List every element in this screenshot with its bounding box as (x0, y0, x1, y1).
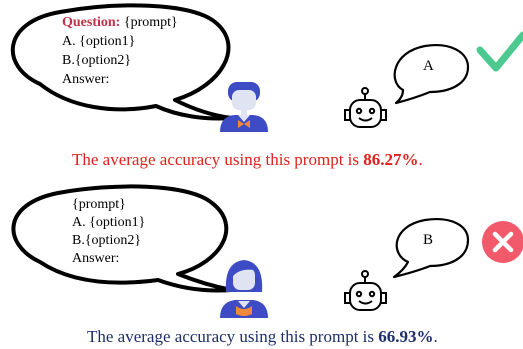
question-label: Question: (62, 15, 121, 30)
robot-icon (344, 87, 387, 128)
accuracy-value: 66.93% (378, 327, 434, 346)
robot-response-bubble (393, 44, 470, 105)
user-speech-bubble (11, 184, 234, 293)
accuracy-text: The average accuracy using this prompt i… (87, 327, 379, 346)
answer-label: Answer: (62, 72, 110, 87)
female-user-icon (220, 260, 268, 318)
answer-label: Answer: (72, 251, 120, 266)
accuracy-value: 86.27% (363, 150, 419, 169)
robot-response-text: A (423, 58, 434, 74)
option-b-text: B.{option2} (72, 233, 142, 248)
accuracy-suffix: . (433, 327, 438, 346)
prompt-question-line: Question: {prompt} (62, 14, 178, 32)
robot-icon (344, 270, 387, 311)
male-user-icon (220, 82, 268, 132)
robot-response-bubble (392, 218, 470, 279)
accuracy-caption: The average accuracy using this prompt i… (87, 327, 438, 347)
cross-icon (482, 221, 523, 263)
option-a-text: A. {option1} (72, 215, 146, 230)
accuracy-text: The average accuracy using this prompt i… (72, 150, 364, 169)
checkmark-icon (476, 31, 523, 72)
option-b-text: B.{option2} (62, 53, 132, 68)
accuracy-caption: The average accuracy using this prompt i… (72, 150, 423, 170)
option-a-text: A. {option1} (62, 34, 136, 49)
user-speech-bubble (10, 3, 234, 121)
prompt-text: {prompt} (72, 197, 126, 212)
accuracy-suffix: . (418, 150, 423, 169)
prompt-text: {prompt} (120, 15, 178, 30)
robot-response-text: B (423, 232, 434, 248)
